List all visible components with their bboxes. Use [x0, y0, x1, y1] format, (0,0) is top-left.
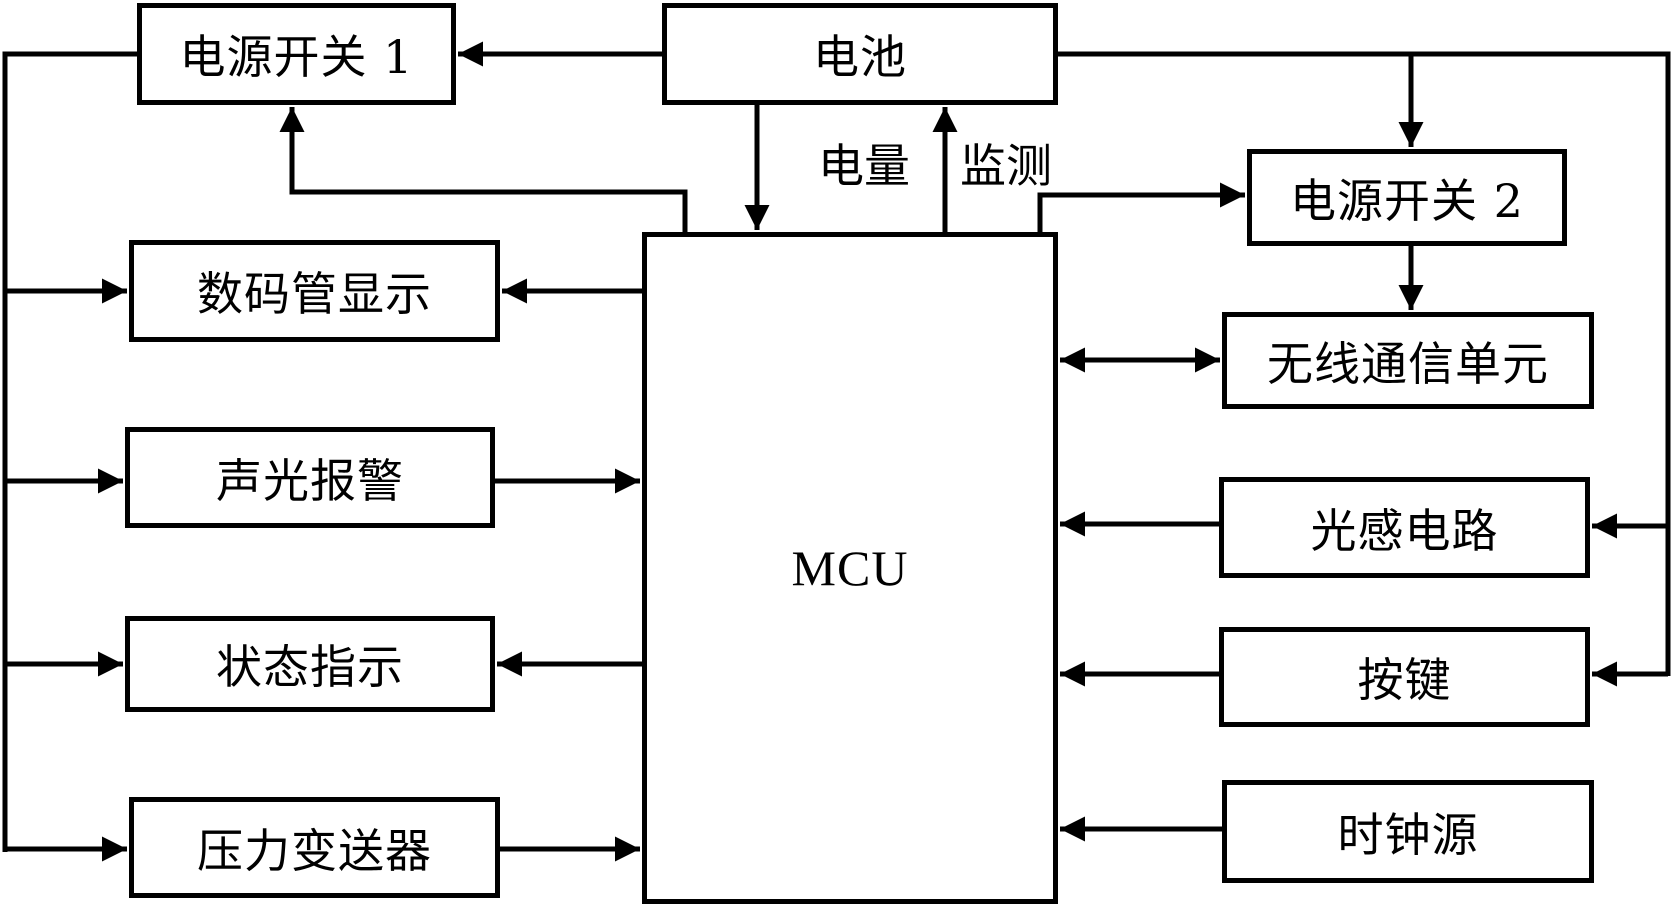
- pressure-transmitter-block: 压力变送器: [129, 797, 500, 898]
- power-switch-2-block: 电源开关 2: [1247, 149, 1567, 246]
- mcu-label: MCU: [791, 540, 909, 596]
- edge-switch1-left-bus: [2, 51, 137, 852]
- battery-label: 电池: [813, 30, 907, 84]
- power-switch-1-label: 电源开关 1: [179, 30, 414, 84]
- edge-mcu-to-switch2: [1037, 182, 1245, 232]
- digital-display-block: 数码管显示: [129, 240, 500, 342]
- pressure-transmitter-label: 压力变送器: [197, 823, 432, 878]
- clock-source-label: 时钟源: [1337, 807, 1479, 862]
- edge-battery-right-bus: [1058, 51, 1671, 676]
- keys-label: 按键: [1357, 653, 1452, 707]
- wireless-unit-block: 无线通信单元: [1222, 312, 1594, 409]
- power-switch-1-block: 电源开关 1: [137, 3, 456, 105]
- sound-light-alarm-block: 声光报警: [125, 427, 495, 528]
- status-indicator-block: 状态指示: [125, 616, 495, 712]
- charge-label-left: 电量: [818, 139, 910, 193]
- power-switch-2-label: 电源开关 2: [1290, 173, 1524, 228]
- sound-light-alarm-label: 声光报警: [216, 453, 404, 508]
- digital-display-label: 数码管显示: [197, 267, 432, 321]
- clock-source-block: 时钟源: [1222, 780, 1594, 883]
- mcu-block: MCU: [642, 232, 1058, 904]
- edge-mcu-to-switch1: [279, 107, 688, 232]
- wireless-unit-label: 无线通信单元: [1267, 336, 1549, 391]
- charge-label-right: 监测: [960, 139, 1052, 193]
- light-sensor-label: 光感电路: [1310, 503, 1499, 558]
- status-indicator-label: 状态指示: [216, 640, 404, 694]
- keys-block: 按键: [1219, 627, 1590, 727]
- light-sensor-block: 光感电路: [1219, 477, 1590, 578]
- battery-block: 电池: [662, 3, 1058, 105]
